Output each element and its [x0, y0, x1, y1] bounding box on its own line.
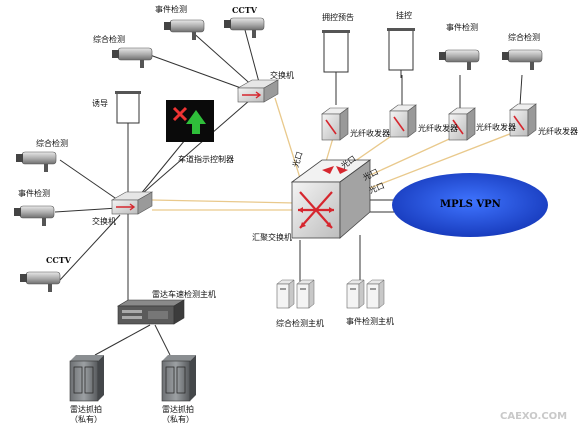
transceiver-icon [509, 103, 537, 137]
pc-tower-icon [296, 279, 315, 309]
top-switch-icon [236, 79, 280, 103]
label-congestion-warning: 拥控预告 [322, 13, 354, 22]
label-cctv-left: CCTV [46, 255, 71, 265]
transceiver-icon [389, 104, 417, 138]
camera-icon [14, 205, 55, 226]
link-cctv-top-switch [244, 29, 261, 87]
label-guide: 诱导 [92, 99, 108, 108]
label-combo-detect-left-top: 综合检测 [93, 35, 125, 44]
label-event-detect-top: 事件检测 [155, 5, 187, 14]
label-event-detect-right: 事件检测 [446, 23, 478, 32]
label-radar-host: 雷达车速检测主机 [152, 290, 216, 299]
label-transceiver-4: 光纤收发器 [538, 127, 578, 136]
link-agg-tx3 [354, 134, 459, 183]
link-agg-tx4 [364, 129, 521, 191]
link-combo-top-switch [149, 54, 253, 93]
label-aggregation-switch: 汇聚交换机 [252, 233, 292, 242]
lane-indicator-icon [166, 100, 214, 142]
radar-cabinet-icon [69, 355, 104, 402]
label-radar-capture-2: 雷达抓拍 （私有） [162, 405, 194, 424]
transceiver-icon [448, 107, 476, 141]
radar-host-icon [116, 299, 186, 325]
label-dome-control: 挂控 [396, 11, 412, 20]
label-combo-detect-right: 综合检测 [508, 33, 540, 42]
radar-cabinet-icon [161, 355, 196, 402]
link-left-switch-agg-1 [151, 199, 296, 204]
link-tx4-cam [519, 74, 523, 106]
label-cctv-top: CCTV [232, 5, 257, 15]
label-combo-host: 综合检测主机 [276, 319, 324, 328]
pc-tower-icon [276, 279, 295, 309]
dome-board-icon [387, 28, 415, 78]
transceiver-icon [321, 107, 349, 141]
camera-icon [224, 17, 265, 38]
link-event-left [54, 207, 119, 213]
link-cctv-left [59, 214, 121, 281]
congestion-board-icon [322, 30, 350, 80]
label-lane-indicator: 车道指示控制器 [178, 155, 234, 164]
label-left-switch: 交换机 [92, 217, 116, 226]
label-mpls-vpn: MPLS VPN [440, 199, 501, 210]
watermark: CAEXO.COM [500, 411, 568, 422]
label-top-switch: 交换机 [270, 71, 294, 80]
camera-icon [112, 47, 153, 68]
label-transceiver-1: 光纤收发器 [350, 129, 390, 138]
label-transceiver-3: 光纤收发器 [476, 123, 516, 132]
camera-icon [502, 49, 543, 70]
label-combo-detect-left: 综合检测 [36, 139, 68, 148]
pc-tower-icon [366, 279, 385, 309]
label-radar-capture-1: 雷达抓拍 （私有） [70, 405, 102, 424]
pc-tower-icon [346, 279, 365, 309]
camera-icon [20, 271, 61, 292]
left-switch-icon [110, 191, 154, 215]
link-lane-indicator [139, 139, 186, 196]
guide-board-icon [115, 91, 141, 131]
link-radar-cabinet-2 [154, 324, 171, 356]
camera-icon [164, 19, 205, 40]
aggregation-switch-icon [290, 159, 372, 239]
label-event-detect-left: 事件检测 [18, 189, 50, 198]
link-radar-cabinet-1 [94, 324, 151, 356]
link-combo-left [59, 159, 119, 201]
camera-icon [16, 151, 57, 172]
label-transceiver-2: 光纤收发器 [418, 124, 458, 133]
link-top-switch-agg [274, 97, 301, 179]
label-event-host: 事件检测主机 [346, 317, 394, 326]
link-event-top-switch [189, 29, 256, 89]
link-top-switch-left-switch [134, 99, 251, 201]
mpls-cloud [392, 173, 548, 237]
camera-icon [439, 49, 480, 70]
